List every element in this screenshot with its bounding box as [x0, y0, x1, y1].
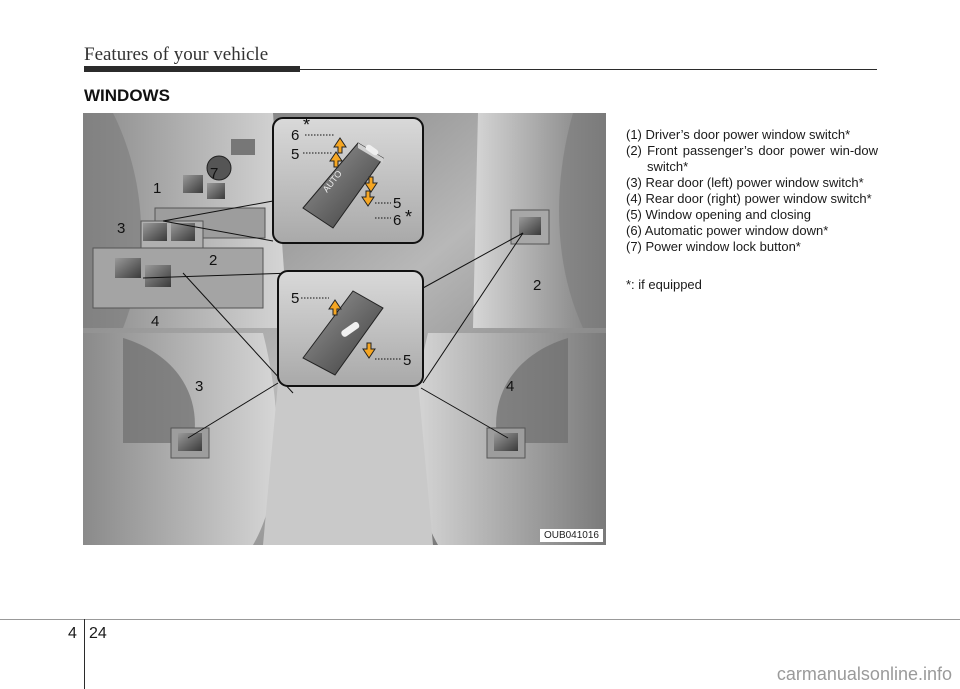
rear-left-switch [170, 427, 210, 459]
callout-3: 3 [117, 220, 125, 237]
equipped-note: *: if equipped [626, 277, 702, 292]
arrow-up-auto-icon [333, 137, 347, 154]
asterisk-top: * [303, 115, 310, 135]
footer-rule [0, 619, 960, 620]
callout-2-passenger: 2 [533, 277, 541, 294]
legend-item: (4) Rear door (right) power window switc… [626, 191, 872, 206]
box-leaders-top [303, 134, 391, 219]
arrow-down-icon [364, 176, 378, 193]
rear-right-switch [486, 427, 526, 459]
door-trim-right [559, 113, 606, 328]
watermark: carmanualsonline.info [776, 664, 952, 684]
arrow-down-auto-icon [361, 190, 375, 207]
chapter-number: 4 [68, 625, 77, 642]
callout-5-up: 5 [291, 146, 299, 163]
rear-right-handle [496, 338, 568, 443]
section-heading: WINDOWS [84, 86, 170, 105]
header-rule-thin [300, 69, 877, 70]
page-number: 24 [89, 625, 107, 642]
illustration-svg: AUTO 1 7 3 2 4 2 [83, 113, 606, 545]
callout-5-close: 5 [403, 352, 411, 369]
leader-lines [142, 200, 524, 439]
callout-5-down: 5 [393, 195, 401, 212]
header-title: Features of your vehicle [84, 44, 269, 65]
rear-left-handle [123, 338, 195, 443]
asterisk-bottom: * [405, 207, 412, 227]
footer-divider [84, 619, 85, 689]
legend-item: (5) Window opening and closing [626, 207, 811, 222]
legend-item: (2) Front passenger’s door power win-dow… [626, 143, 878, 174]
legend-item: (3) Rear door (left) power window switch… [626, 175, 864, 190]
legend-item: (1) Driver’s door power window switch* [626, 127, 851, 142]
box-leaders-mid [301, 297, 401, 360]
driver-switch-panel [92, 139, 266, 309]
auto-switch: AUTO [302, 142, 384, 229]
callout-1: 1 [153, 180, 161, 197]
callout-4: 4 [151, 313, 159, 330]
legend-item: (6) Automatic power window down* [626, 223, 829, 238]
callout-4-rear: 4 [506, 378, 514, 395]
window-switch-illustration: AUTO 1 7 3 2 4 2 [83, 113, 606, 545]
arrow-close-icon [362, 342, 376, 359]
legend-item: (7) Power window lock button* [626, 239, 801, 254]
callout-7: 7 [210, 165, 218, 182]
passenger-switch [510, 209, 550, 245]
callout-3-rear: 3 [195, 378, 203, 395]
arrow-open-icon [328, 299, 342, 316]
legend-list: (1) Driver’s door power window switch* (… [626, 127, 878, 255]
callout-5-open: 5 [291, 290, 299, 307]
callout-6-down: 6 [393, 212, 401, 229]
header-rule [84, 66, 300, 72]
callout-6-up: 6 [291, 127, 299, 144]
callout-2: 2 [209, 252, 217, 269]
figure-code: OUB041016 [539, 529, 603, 542]
arrow-up-icon [329, 151, 343, 168]
